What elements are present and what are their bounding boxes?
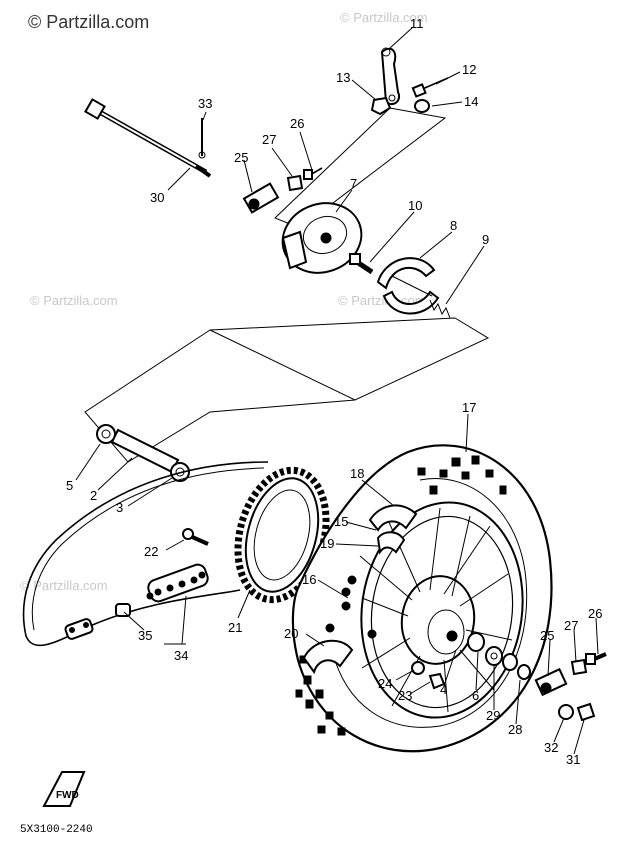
- callout-33: 33: [198, 96, 212, 111]
- chain-puller-part: [534, 652, 607, 697]
- assembly-leaders: [84, 107, 490, 463]
- callout-4: 4: [440, 682, 447, 697]
- hub-collar-part: [467, 632, 503, 666]
- callout-27: 27: [262, 132, 276, 147]
- callout-20: 20: [284, 626, 298, 641]
- washer-part: [414, 99, 430, 113]
- callout-28: 28: [508, 722, 522, 737]
- callout-15: 15: [334, 514, 348, 529]
- spacer-part: [110, 428, 180, 474]
- callout-30: 30: [150, 190, 164, 205]
- callout-13: 13: [336, 70, 350, 85]
- callout-8: 8: [450, 218, 457, 233]
- axle-nut-part: [558, 702, 596, 722]
- callout-7: 7: [350, 176, 357, 191]
- callout-29: 29: [486, 708, 500, 723]
- callout-25: 25: [234, 150, 248, 165]
- callout-23: 23: [398, 688, 412, 703]
- callout-10: 10: [408, 198, 422, 213]
- sprocket-bolt-part: [182, 528, 209, 546]
- master-link-part: [64, 618, 94, 640]
- drive-chain-part: [22, 461, 269, 647]
- callout-18: 18: [350, 466, 364, 481]
- brake-shoe-part: [376, 257, 440, 315]
- callout-label-group: 11 12 13 14 33 30 27 26 25 7 10 8 9 17 1…: [66, 16, 602, 767]
- tread-knob-group: [295, 455, 507, 736]
- svg-text:FWD: FWD: [56, 790, 79, 801]
- callout-21: 21: [228, 620, 242, 635]
- callout-22: 22: [144, 544, 158, 559]
- watermark-main: © Partzilla.com: [28, 12, 149, 32]
- rear-wheel-part: [291, 444, 553, 753]
- chain-clip-part: [115, 603, 131, 617]
- brake-cam-part: [349, 253, 374, 275]
- callout-12: 12: [462, 62, 476, 77]
- axle-collar-part: [502, 653, 531, 680]
- callout-25: 25: [540, 628, 554, 643]
- callout-24: 24: [378, 676, 392, 691]
- callout-3: 3: [116, 500, 123, 515]
- callout-5: 5: [66, 478, 73, 493]
- callout-leader-group: [75, 27, 599, 755]
- callout-16: 16: [302, 572, 316, 587]
- watermark-faint: © Partzilla.com: [20, 578, 108, 593]
- callout-26: 26: [290, 116, 304, 131]
- front-arrow-icon: FWD: [42, 771, 86, 807]
- watermark-faint: © Partzilla.com: [30, 293, 118, 308]
- callout-32: 32: [544, 740, 558, 755]
- callout-17: 17: [462, 400, 476, 415]
- brake-arm-part: [380, 47, 400, 106]
- callout-27: 27: [564, 618, 578, 633]
- chain-puller-part: [242, 167, 323, 214]
- watermark-faint: © Partzilla.com: [340, 10, 428, 25]
- callout-2: 2: [90, 488, 97, 503]
- callout-14: 14: [464, 94, 478, 109]
- callout-34: 34: [174, 648, 188, 663]
- callout-31: 31: [566, 752, 580, 767]
- callout-11: 11: [410, 16, 424, 31]
- spring-part: [429, 299, 451, 319]
- callout-26: 26: [588, 606, 602, 621]
- chain-link-group: [146, 563, 209, 603]
- axle-part: [84, 98, 212, 178]
- callout-9: 9: [482, 232, 489, 247]
- callout-6: 6: [472, 688, 479, 703]
- callout-35: 35: [138, 628, 152, 643]
- brake-plate-part: [281, 202, 363, 274]
- nut-part: [370, 96, 392, 116]
- callout-19: 19: [320, 536, 334, 551]
- diagram-code: 5X3100-2240: [20, 824, 93, 836]
